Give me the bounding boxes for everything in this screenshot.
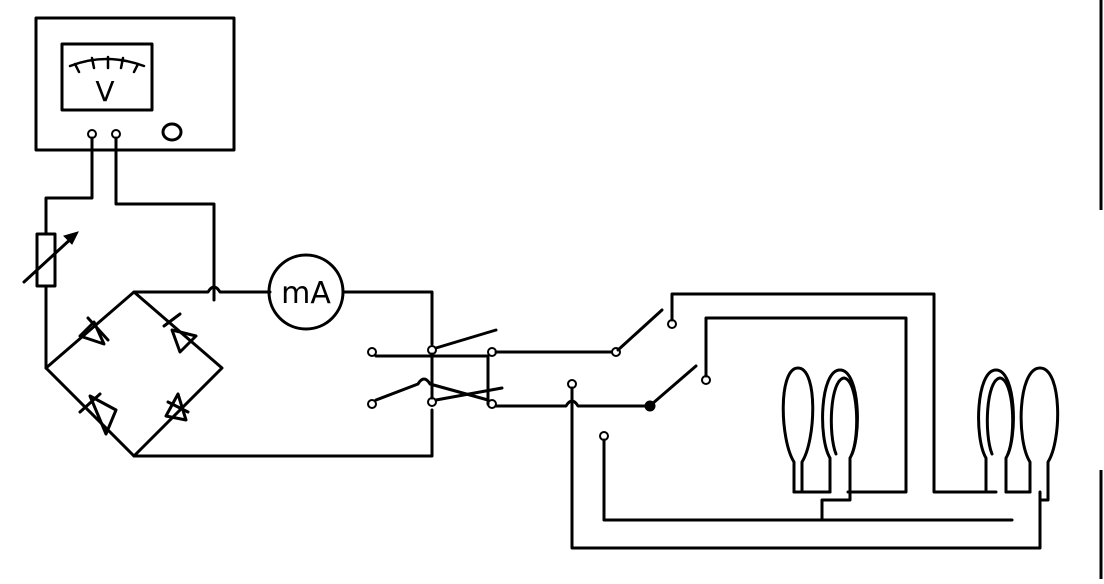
wire-ma-to-switch (341, 290, 434, 346)
switch-cross-wire-b (374, 354, 490, 406)
milliammeter-label: mA (281, 276, 331, 311)
rheostat (22, 231, 79, 288)
selector-blade (616, 308, 664, 352)
wire-return-outer (570, 386, 1042, 550)
diode-bridge (44, 290, 224, 458)
voltmeter-scale-tick (119, 56, 125, 70)
voltmeter-window (60, 42, 154, 112)
voltmeter-knob (161, 122, 183, 142)
rheostat-arrow-head (63, 231, 79, 245)
coil-loop-single (1019, 366, 1060, 494)
wire-selector-upper-to-coil-right (670, 292, 998, 494)
voltmeter-lead-right (114, 136, 216, 283)
wire-return-inner (602, 438, 1014, 522)
voltmeter-label: V (95, 75, 114, 108)
voltmeter-case (34, 16, 236, 152)
coil-group-right (977, 366, 1060, 502)
diode-upper-left (78, 316, 110, 346)
switch-blade-upper (434, 328, 498, 350)
coil-group-right-base (1004, 490, 1050, 502)
wire-bridge-top-to-ma (132, 285, 272, 294)
voltmeter-lead-left (44, 136, 94, 236)
coil-loop-inner (829, 376, 859, 456)
coil-loop-inner (985, 376, 1015, 456)
selector-switch-upper (611, 308, 677, 357)
diode-lower-left (78, 392, 118, 436)
diode-upper-right (162, 312, 198, 354)
voltmeter-scale-tick (90, 56, 96, 70)
coil-loop-single (781, 366, 815, 494)
milliammeter: mA (267, 253, 345, 331)
voltmeter-scale-tick (132, 62, 140, 74)
wire-selector-lower-to-coil-left (704, 316, 908, 494)
coil-group-left (781, 366, 859, 522)
switch-terminal (367, 347, 377, 357)
voltmeter-scale-tick (73, 62, 81, 74)
voltmeter: V (34, 16, 236, 152)
wire-bridge-bottom-to-switch (132, 408, 434, 458)
rheostat-arrow-shaft (22, 234, 76, 284)
coil-group-left-base (792, 490, 852, 522)
diode-lower-right (164, 392, 190, 422)
bridge-outline (44, 290, 224, 458)
switch-cross-wire-a (374, 377, 490, 402)
switch-terminal (367, 399, 377, 409)
reversing-switch (367, 328, 504, 409)
selector-switch-lower (644, 364, 711, 412)
selector-blade (650, 364, 698, 406)
